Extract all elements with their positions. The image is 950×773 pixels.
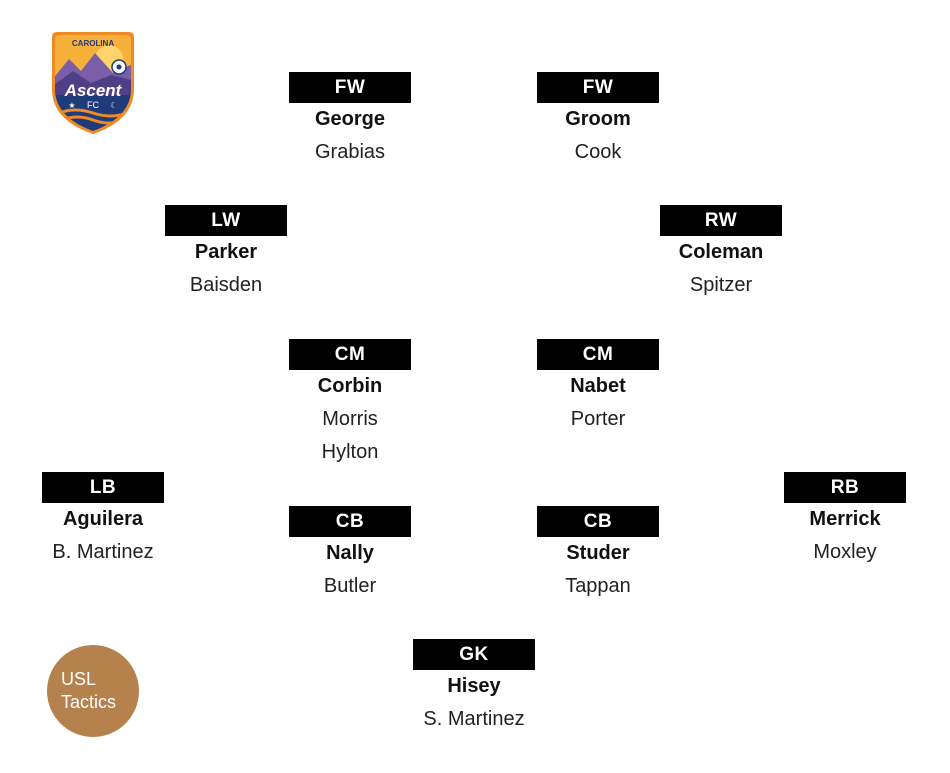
sub-name: Grabias <box>314 141 386 163</box>
starter-name: Coleman <box>678 241 764 263</box>
slot-cm-right: CM Nabet Porter <box>537 339 659 436</box>
sub-name: Spitzer <box>689 274 753 296</box>
sub-name: Baisden <box>189 274 263 296</box>
position-label: FW <box>537 72 659 103</box>
starter-name: Corbin <box>317 375 383 397</box>
position-label: CM <box>289 339 411 370</box>
starter-name: Hisey <box>447 675 501 697</box>
starter-name: Nabet <box>570 375 626 397</box>
usl-tactics-badge: USL Tactics <box>47 645 139 737</box>
slot-lw: LW Parker Baisden <box>165 205 287 302</box>
position-label: GK <box>413 639 535 670</box>
sub-name: Morris <box>322 408 378 430</box>
slot-fw-left: FW George Grabias <box>289 72 411 169</box>
position-label: RW <box>660 205 782 236</box>
badge-line1: USL <box>61 669 97 689</box>
slot-cb-left: CB Nally Butler <box>289 506 411 603</box>
starter-name: Groom <box>565 108 631 130</box>
slot-cm-left: CM Corbin Morris Hylton <box>289 339 411 469</box>
team-crest-logo: CAROLINA Ascent FC ★ ☾ <box>51 29 135 135</box>
sub-name: Cook <box>574 141 622 163</box>
position-label: LW <box>165 205 287 236</box>
position-label: RB <box>784 472 906 503</box>
sub-name: Butler <box>323 575 377 597</box>
svg-text:☾: ☾ <box>110 101 117 110</box>
position-label: CB <box>289 506 411 537</box>
slot-rb: RB Merrick Moxley <box>784 472 906 569</box>
slot-lb: LB Aguilera B. Martinez <box>42 472 164 569</box>
slot-rw: RW Coleman Spitzer <box>660 205 782 302</box>
position-label: FW <box>289 72 411 103</box>
starter-name: George <box>314 108 386 130</box>
slot-fw-right: FW Groom Cook <box>537 72 659 169</box>
sub-name: B. Martinez <box>52 541 154 563</box>
position-label: CM <box>537 339 659 370</box>
sub-name: Porter <box>570 408 626 430</box>
crest-main-text: Ascent <box>64 81 123 100</box>
starter-name: Parker <box>194 241 258 263</box>
starter-name: Aguilera <box>62 508 144 530</box>
slot-gk: GK Hisey S. Martinez <box>413 639 535 736</box>
starter-name: Studer <box>566 542 630 564</box>
crest-top-text: CAROLINA <box>72 39 114 48</box>
sub-name: Moxley <box>813 541 877 563</box>
crest-sub-text: FC <box>87 100 99 110</box>
svg-text:★: ★ <box>68 101 75 110</box>
sub-name: Hylton <box>321 441 379 463</box>
sub-name: S. Martinez <box>423 708 525 730</box>
slot-cb-right: CB Studer Tappan <box>537 506 659 603</box>
position-label: CB <box>537 506 659 537</box>
starter-name: Nally <box>326 542 374 564</box>
position-label: LB <box>42 472 164 503</box>
starter-name: Merrick <box>809 508 881 530</box>
sub-name: Tappan <box>565 575 631 597</box>
badge-line2: Tactics <box>61 692 117 712</box>
